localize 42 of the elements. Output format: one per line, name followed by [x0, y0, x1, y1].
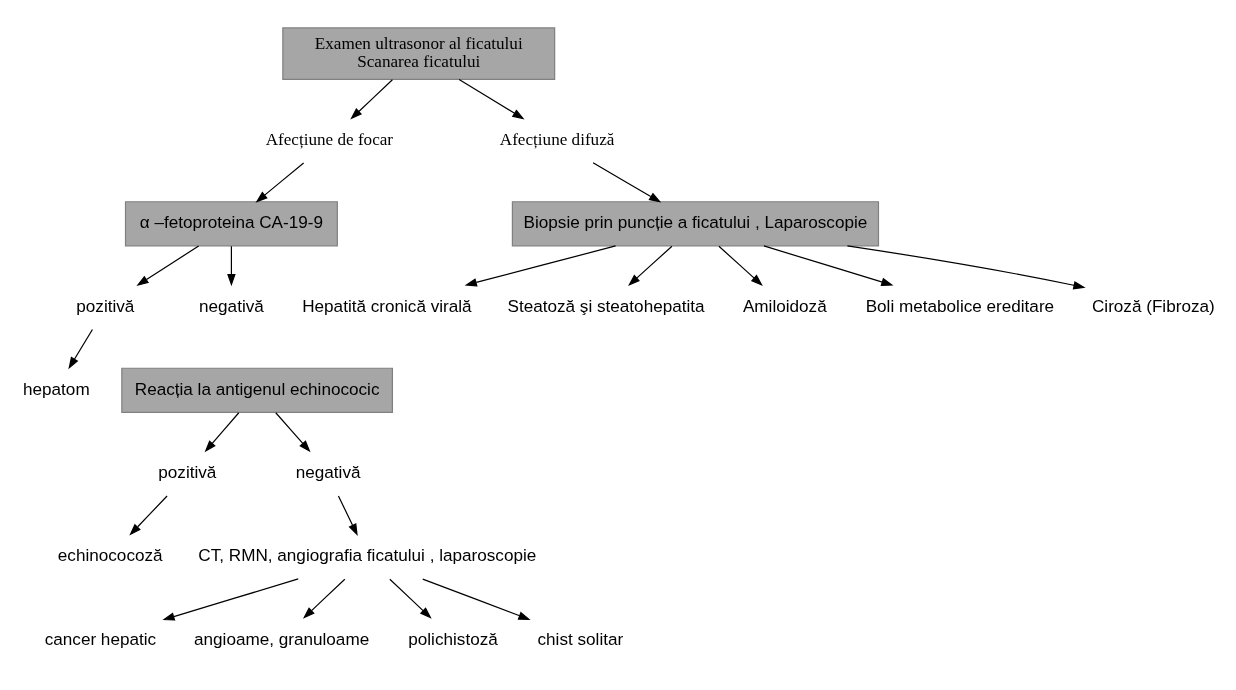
arrow [718, 245, 763, 286]
node-text: polichistoză [408, 628, 498, 649]
arrow [162, 578, 299, 621]
arrow [389, 578, 432, 619]
node-text: cancer hepatic [44, 628, 157, 649]
node-box: Examen ultrasonor al ficatului Scanarea ficatului [282, 27, 556, 80]
arrow [136, 245, 200, 286]
arrow [68, 328, 94, 370]
arrow [846, 245, 1086, 290]
arrow [628, 245, 673, 286]
node-text: Steatoză şi steatohepatita [507, 295, 705, 316]
arrow [204, 412, 240, 453]
arrow [464, 245, 617, 287]
arrow [275, 412, 311, 453]
arrow [255, 162, 305, 203]
node-box: Biopsie prin puncție a ficatului , Laparoscopie [511, 201, 880, 247]
arrow [350, 79, 393, 120]
node-text: negativă [199, 295, 264, 316]
node-text: negativă [295, 462, 361, 483]
node-text: hepatom [23, 378, 90, 399]
arrow [592, 162, 662, 203]
arrow [337, 495, 358, 536]
node-text: pozitivă [158, 462, 217, 483]
arrow [129, 495, 168, 536]
node-text: pozitivă [76, 295, 135, 316]
node-text: chist solitar [537, 628, 624, 649]
node-text: Amiloidoză [742, 295, 827, 316]
node-text: Afecțiune difuză [499, 130, 615, 150]
node-text: Afecțiune de focar [265, 130, 394, 150]
arrow [302, 578, 346, 619]
node-text: echinococoză [57, 545, 163, 566]
node-text: CT, RMN, angiografia ficatului , laparoscopie [198, 545, 537, 566]
node-box: Reacția la antigenul echinococic [121, 367, 394, 413]
node-text: Boli metabolice ereditare [865, 295, 1055, 316]
node-text: Hepatită cronică virală [302, 295, 472, 316]
arrow [763, 245, 894, 287]
arrow [458, 78, 525, 120]
node-text: angioame, granuloame [194, 628, 370, 649]
arrow [227, 245, 236, 287]
arrow [422, 578, 531, 620]
node-text: Ciroză (Fibroza) [1091, 295, 1215, 316]
node-box: α –fetoproteina CA-19-9 [124, 201, 338, 247]
